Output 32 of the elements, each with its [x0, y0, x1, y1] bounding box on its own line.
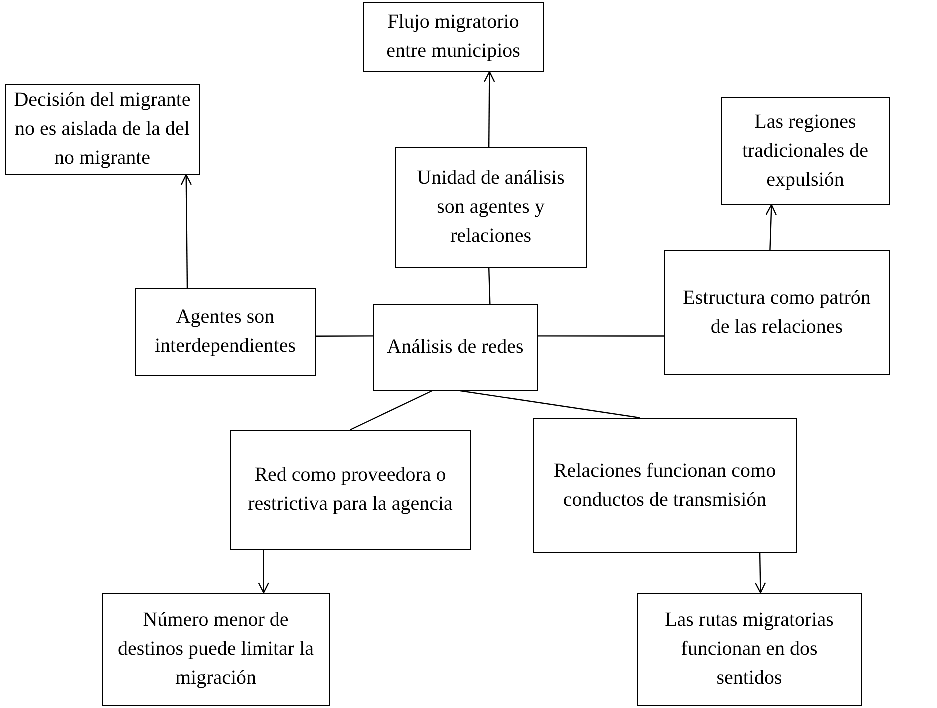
arrow [484, 71, 496, 147]
box-text: Estructura como patrón de las relaciones [682, 286, 872, 340]
box-text: Relaciones funcionan como conductos de transmisión [552, 458, 778, 512]
box-text: Las rutas migratorias funcionan en dos sentidos [664, 608, 835, 691]
arrow [766, 204, 777, 250]
box-text: Análisis de redes [387, 335, 524, 360]
concept-box [102, 593, 330, 706]
connector-line [488, 268, 491, 304]
concept-box [664, 250, 890, 375]
box-text: Las regiones tradicionales de expulsión [741, 110, 870, 192]
concept-box [637, 593, 862, 706]
concept-box [363, 2, 544, 72]
connector-line [350, 390, 433, 431]
arrow [754, 552, 766, 594]
concept-box [373, 304, 538, 391]
box-text: Agentes son interdependientes [154, 305, 298, 359]
box-text: Unidad de análisis son agentes y relaciones [416, 166, 566, 249]
concept-box [721, 97, 890, 205]
concept-box [395, 147, 587, 268]
concept-box [5, 84, 200, 175]
concept-box [533, 418, 797, 553]
concept-box [135, 288, 316, 376]
connector-line [538, 336, 664, 337]
box-text: Flujo migratorio entre municipios [386, 10, 522, 64]
arrow [258, 550, 270, 594]
box-text: Red como proveedora o restrictiva para la agencia [247, 463, 454, 517]
box-text: Número menor de destinos puede limitar la migración [116, 608, 316, 691]
concept-box [230, 430, 471, 550]
connector-line [460, 390, 640, 419]
connector-line [316, 336, 373, 337]
box-text: Decisión del migrante no es aislada de la del no migrante [14, 88, 191, 171]
arrow [180, 174, 192, 288]
